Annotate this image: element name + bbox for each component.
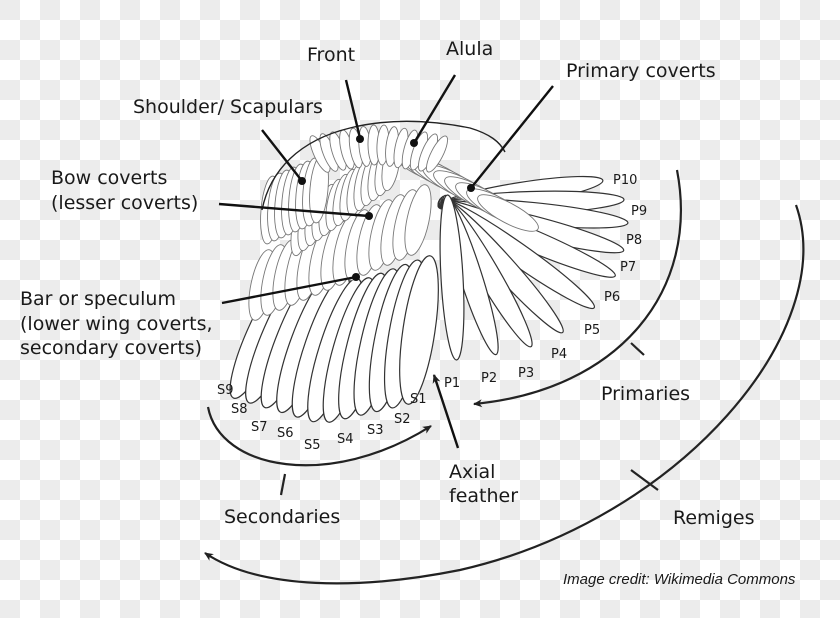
alula-leader <box>412 74 457 144</box>
bar-leader <box>221 275 357 305</box>
marginal-covert-feather <box>426 135 448 173</box>
secondary-label: S7 <box>251 420 268 435</box>
label-secondary-coverts: secondary coverts) <box>20 337 203 359</box>
primary-label: P10 <box>613 173 638 188</box>
secondary-label: S3 <box>367 423 384 438</box>
lower-covert-feather <box>404 184 432 256</box>
secondary-label: S4 <box>337 432 354 447</box>
label-secondaries: Secondaries <box>224 506 341 528</box>
label-lesser-coverts: (lesser coverts) <box>51 192 199 214</box>
secondary-label: S5 <box>304 438 321 453</box>
primary-label: P4 <box>551 347 568 362</box>
bow-coverts-dot <box>365 212 373 220</box>
label-alula: Alula <box>446 38 494 60</box>
wing-leading-edge <box>261 120 506 211</box>
label-lower-wing-coverts: (lower wing coverts, <box>20 313 213 335</box>
bow-coverts-leader <box>218 202 370 218</box>
primary-label: P5 <box>584 323 601 338</box>
primary-label: P8 <box>626 233 643 248</box>
image-credit: Image credit: Wikimedia Commons <box>563 571 796 588</box>
primaries-arrow <box>473 169 682 408</box>
secondary-label: S6 <box>277 426 294 441</box>
primary-covert-feather <box>477 194 539 232</box>
shoulder-dot <box>298 177 306 185</box>
label-axial: Axial <box>449 461 496 483</box>
shoulder-leader <box>261 129 303 182</box>
secondary-feather <box>399 255 439 405</box>
lower-wing-coverts <box>248 184 432 321</box>
secondaries-tick <box>279 473 287 496</box>
label-bar-speculum: Bar or speculum <box>20 288 176 310</box>
alula-dot <box>410 139 418 147</box>
primary-label: P9 <box>631 204 648 219</box>
label-feather: feather <box>449 485 519 507</box>
bar-dot <box>352 273 360 281</box>
front-leader <box>344 79 362 139</box>
primary-label: P6 <box>604 290 621 305</box>
leader-lines <box>218 74 554 449</box>
remiges-tick <box>630 469 659 491</box>
bracket-arcs <box>204 169 805 585</box>
secondaries-arrow <box>206 406 432 467</box>
remiges-arrow <box>204 204 805 585</box>
primary-coverts-leader <box>470 85 554 189</box>
primary-coverts-dot <box>467 184 475 192</box>
label-shoulder-scapulars: Shoulder/ Scapulars <box>133 96 323 118</box>
primary-label: P2 <box>481 371 498 386</box>
secondary-label: S1 <box>410 392 427 407</box>
primary-label: P3 <box>518 366 535 381</box>
primary-feathers <box>437 175 629 361</box>
label-bow-coverts: Bow coverts <box>51 167 168 189</box>
axial-leader <box>432 374 460 449</box>
secondary-feathers <box>229 255 439 423</box>
primaries-tick <box>630 342 645 356</box>
label-front: Front <box>307 44 356 66</box>
front-dot <box>356 135 364 143</box>
secondary-label: S9 <box>217 383 234 398</box>
primary-label: P7 <box>620 260 637 275</box>
label-remiges: Remiges <box>673 507 755 529</box>
secondary-label: S8 <box>231 402 248 417</box>
primary-feather <box>439 194 465 361</box>
label-primary-coverts: Primary coverts <box>566 60 716 82</box>
secondary-label: S2 <box>394 412 411 427</box>
label-primaries: Primaries <box>601 383 691 405</box>
primary-label: P1 <box>444 376 461 391</box>
wing-illustration <box>229 120 629 423</box>
scapular-feathers <box>260 124 448 245</box>
